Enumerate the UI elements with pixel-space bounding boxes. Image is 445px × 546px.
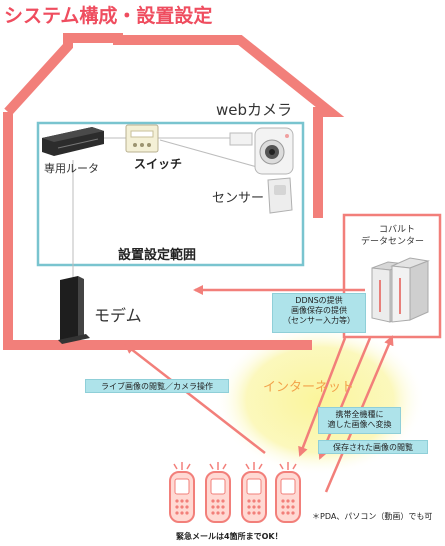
ddns-callout-line2: 画像保存の提供: [291, 306, 347, 315]
mobile-phone-icon: [241, 462, 267, 523]
mobile-phone-icon: [205, 462, 231, 523]
setup-range-label: 設置設定範囲: [118, 248, 197, 263]
ddns-callout: DDNSの提供 画像保存の提供 （センサー入力等）: [272, 293, 366, 333]
convert-callout: 携帯全機種に 適した画像へ変換: [318, 407, 401, 434]
modem-label: モデム: [94, 306, 142, 325]
router-label: 専用ルータ: [44, 162, 99, 175]
sensor-label: センサー: [212, 191, 265, 206]
datacenter-label-line2: データセンター: [361, 237, 425, 247]
four-phones-note: 緊急メールは4箇所までOK！: [176, 532, 283, 541]
switch-label: スイッチ: [134, 157, 183, 171]
mobile-phones: [169, 462, 301, 523]
server-icon: [371, 257, 430, 323]
modem-icon: [58, 276, 90, 344]
ddns-callout-line1: DDNSの提供: [295, 296, 343, 305]
mobile-phone-icon: [169, 462, 195, 523]
webcam-label: webカメラ: [216, 101, 293, 119]
diagram-title: システム構成・設置設定: [4, 5, 213, 27]
datacenter-label-line1: コバルト: [379, 225, 416, 235]
switch-icon: [125, 124, 159, 153]
setup-range-frame: [36, 121, 305, 267]
sensor-icon: [267, 177, 293, 214]
live-view-callout: ライブ画像の閲覧／カメラ操作: [85, 379, 229, 393]
mobile-phone-icon: [275, 462, 301, 523]
convert-callout-line1: 携帯全機種に: [335, 410, 384, 419]
webcam-icon: [254, 127, 294, 175]
ddns-callout-line3: （センサー入力等）: [283, 316, 355, 325]
junction-box-icon: [229, 132, 253, 146]
router-icon: [42, 127, 104, 156]
house-outline: [3, 33, 345, 350]
convert-callout-line2: 適した画像へ変換: [327, 420, 392, 429]
internet-label: インターネット: [263, 380, 355, 395]
saved-view-callout: 保存された画像の閲覧: [318, 440, 428, 454]
pda-note: ＊PDA、パソコン（動画）でも可: [312, 512, 433, 521]
